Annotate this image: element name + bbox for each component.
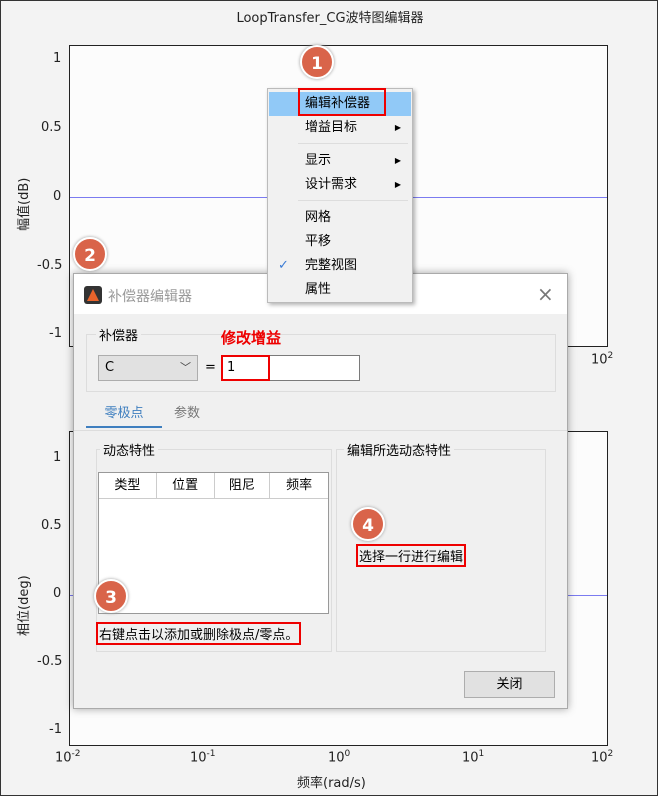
context-menu: 编辑补偿器 增益目标▶ 显示▶ 设计需求▶ 网格 平移 ✓完整视图 属性 (267, 88, 413, 303)
check-icon: ✓ (278, 258, 289, 273)
phase-ylabel: 相位(deg) (17, 575, 32, 636)
gain-highlight-box (221, 355, 270, 381)
compensator-group-label: 补偿器 (96, 325, 142, 344)
x-tick: 102 (591, 351, 614, 368)
step-badge-3: 3 (94, 579, 128, 613)
compensator-editor-dialog: 补偿器编辑器 × 补偿器 C﹀ = 1 零极点 参数 动态特性 类型 位置 阻尼… (73, 273, 568, 709)
menu-item-display[interactable]: 显示▶ (269, 149, 411, 173)
y-tick: -1 (49, 326, 62, 341)
tab-divider (74, 430, 567, 431)
step-badge-1: 1 (300, 45, 334, 79)
y-tick: -0.5 (37, 258, 63, 273)
app-logo-icon (84, 286, 102, 304)
menu-item-properties[interactable]: 属性 (305, 282, 332, 297)
compensator-group (86, 334, 556, 392)
menu-item-design-requirements[interactable]: 设计需求▶ (269, 173, 411, 197)
x-tick: 10-1 (190, 749, 216, 766)
x-tick: 101 (462, 749, 485, 766)
step-badge-2: 2 (73, 237, 107, 271)
menu-item-edit-compensator[interactable]: 编辑补偿器 (269, 92, 411, 116)
chevron-down-icon: ﹀ (180, 361, 191, 374)
chevron-right-icon: ▶ (394, 180, 401, 189)
tab-zeros-poles[interactable]: 零极点 (86, 402, 162, 428)
table-hint: 右键点击以添加或删除极点/零点。 (96, 622, 302, 645)
equals-sign: = (205, 360, 216, 375)
dynamics-table[interactable]: 类型 位置 阻尼 频率 (98, 472, 329, 614)
dynamics-group (96, 449, 332, 652)
y-tick: 0 (53, 586, 62, 601)
step-badge-4: 4 (351, 507, 385, 541)
y-tick: 0.5 (41, 120, 62, 135)
dialog-title: 补偿器编辑器 (108, 289, 192, 305)
tab-parameters[interactable]: 参数 (174, 406, 201, 421)
menu-item-full-view[interactable]: ✓完整视图 (269, 254, 411, 278)
menu-item-pan[interactable]: 平移 (305, 234, 332, 249)
x-axis-label: 频率(rad/s) (297, 776, 366, 791)
close-icon[interactable]: × (537, 282, 554, 306)
chevron-right-icon: ▶ (394, 123, 401, 132)
y-tick: 0.5 (41, 518, 62, 533)
chevron-right-icon: ▶ (394, 156, 401, 165)
edit-dynamics-label: 编辑所选动态特性 (344, 440, 455, 459)
magnitude-ylabel: 幅值(dB) (17, 177, 32, 231)
x-tick: 100 (328, 749, 351, 766)
y-tick: -1 (49, 722, 62, 737)
column-header-type[interactable]: 类型 (99, 473, 157, 498)
y-tick: 1 (53, 450, 62, 465)
gain-input[interactable]: 1 (222, 355, 360, 381)
menu-item-grid[interactable]: 网格 (305, 210, 332, 225)
column-header-frequency[interactable]: 频率 (286, 478, 313, 493)
x-tick: 10-2 (55, 749, 81, 766)
column-header-location[interactable]: 位置 (157, 473, 215, 498)
column-header-damping[interactable]: 阻尼 (215, 473, 271, 498)
close-button[interactable]: 关闭 (464, 671, 555, 698)
x-tick: 102 (591, 749, 614, 766)
y-tick: -0.5 (37, 654, 63, 669)
y-tick: 0 (53, 189, 62, 204)
gain-annotation: 修改增益 (221, 329, 282, 347)
dynamics-group-label: 动态特性 (100, 440, 159, 459)
y-tick: 1 (53, 51, 62, 66)
window-title: LoopTransfer_CG波特图编辑器 (236, 11, 424, 26)
menu-item-gain-target[interactable]: 增益目标▶ (269, 116, 411, 140)
edit-hint: 选择一行进行编辑 (356, 544, 467, 567)
compensator-select[interactable]: C﹀ (98, 355, 198, 381)
highlight-box (298, 88, 386, 116)
